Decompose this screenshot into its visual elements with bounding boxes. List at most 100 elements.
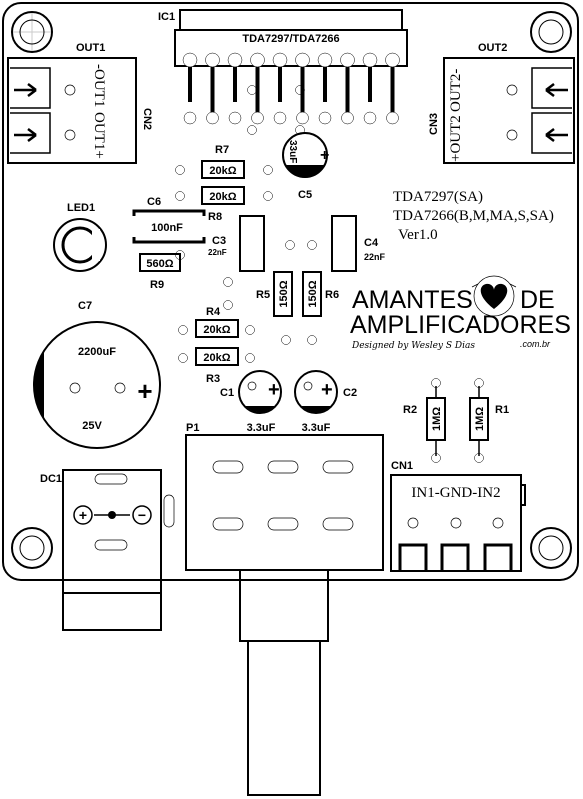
ic-pin-pad bbox=[362, 52, 378, 68]
resistor-r6: 150Ω R6 bbox=[302, 271, 339, 317]
input-connector-cn1: CN1 IN1-GND-IN2 bbox=[390, 460, 526, 572]
ic-pin-hole bbox=[386, 111, 399, 125]
cn1-label: IN1-GND-IN2 bbox=[411, 485, 500, 501]
ic-pin-hole bbox=[251, 111, 264, 125]
c7-value: 2200uF bbox=[78, 346, 116, 358]
via bbox=[245, 353, 255, 363]
via bbox=[431, 378, 441, 388]
designer-signature: Designed by Wesley S Dias bbox=[351, 341, 475, 351]
pot-pad bbox=[267, 517, 299, 531]
via bbox=[295, 85, 305, 95]
via bbox=[223, 277, 233, 287]
out2-ref: OUT2 bbox=[478, 42, 507, 54]
dc-jack-dc1: DC1 + − bbox=[40, 469, 175, 631]
via bbox=[285, 240, 295, 250]
ic-pin-pad bbox=[182, 52, 198, 68]
r3-value: 20kΩ bbox=[203, 352, 230, 364]
c5-ref: C5 bbox=[298, 189, 312, 201]
led1: LED1 bbox=[53, 202, 107, 272]
capacitor-c5: + 33uF C5 bbox=[282, 132, 329, 201]
ic-pin-hole bbox=[228, 111, 242, 125]
pot-pad bbox=[322, 460, 354, 474]
ic-pin bbox=[233, 66, 237, 102]
domain-suffix: .com.br bbox=[520, 339, 551, 349]
out1-plus: OUT1+ bbox=[91, 112, 107, 159]
r2-value: 1MΩ bbox=[431, 407, 443, 431]
c1-value: 3.3uF bbox=[247, 422, 276, 434]
via bbox=[178, 353, 188, 363]
c7-ref: C7 bbox=[78, 300, 92, 312]
ic-pin-hole bbox=[363, 111, 377, 125]
via-pads bbox=[175, 85, 484, 463]
ic-pin bbox=[323, 66, 327, 102]
via bbox=[175, 191, 185, 201]
dc1-minus: − bbox=[138, 507, 146, 523]
ic-pin-hole bbox=[273, 111, 287, 125]
out2-connector: OUT2 OUT2- +OUT2 CN3 bbox=[428, 42, 575, 164]
ic-pin-pad bbox=[227, 52, 243, 68]
r9-ref: R9 bbox=[150, 279, 164, 291]
dc1-ref: DC1 bbox=[40, 473, 62, 485]
out2-minus: OUT2- bbox=[448, 69, 464, 112]
r5-value: 150Ω bbox=[278, 280, 290, 307]
resistor-r2: 1MΩ R2 bbox=[403, 386, 446, 456]
via bbox=[431, 453, 441, 463]
c5-polarity: + bbox=[320, 147, 329, 164]
mounting-hole-top-right bbox=[530, 11, 572, 53]
via bbox=[247, 85, 257, 95]
p1-pads bbox=[212, 460, 354, 531]
r4-value: 20kΩ bbox=[203, 324, 230, 336]
ic1-pins bbox=[182, 52, 400, 125]
pot-pad bbox=[267, 460, 299, 474]
title-line-2: TDA7266(B,M,MA,S,SA) bbox=[393, 208, 554, 224]
ic-pin bbox=[368, 66, 372, 102]
heart-icon bbox=[471, 275, 517, 317]
resistor-r1: 1MΩ R1 bbox=[469, 386, 509, 456]
capacitor-c6: C6 100nF bbox=[132, 196, 206, 244]
c2-polarity: + bbox=[321, 379, 333, 401]
ic-pin-pad bbox=[272, 52, 288, 68]
board-outline bbox=[2, 2, 579, 581]
ic-pin bbox=[345, 66, 350, 118]
pot-pad bbox=[212, 460, 244, 474]
r6-value: 150Ω bbox=[307, 280, 319, 307]
brand-word-amantes: AMANTES bbox=[352, 286, 473, 314]
r4-ref: R4 bbox=[206, 306, 221, 318]
ic-pin bbox=[300, 66, 305, 118]
ic-pin bbox=[188, 66, 192, 102]
via bbox=[307, 335, 317, 345]
cn3-ref: CN3 bbox=[428, 113, 440, 135]
via bbox=[223, 300, 233, 310]
resistor-r4: R4 20kΩ bbox=[195, 306, 239, 338]
mounting-hole-top-left bbox=[11, 11, 53, 53]
dc1-plus: + bbox=[79, 507, 87, 523]
out1-ref: OUT1 bbox=[76, 42, 105, 54]
ic-pin bbox=[390, 66, 395, 118]
capacitor-c3: C3 22nF bbox=[208, 215, 265, 272]
resistor-r7: R7 20kΩ bbox=[201, 144, 245, 179]
c4-value: 22nF bbox=[364, 252, 386, 262]
via bbox=[263, 191, 273, 201]
via bbox=[178, 325, 188, 335]
c6-value: 100nF bbox=[151, 222, 183, 234]
ic-pin-hole bbox=[341, 111, 354, 125]
c4-ref: C4 bbox=[364, 237, 379, 249]
ic-pin-hole bbox=[318, 111, 332, 125]
via bbox=[307, 240, 317, 250]
c1-polarity: + bbox=[268, 379, 280, 401]
via bbox=[474, 453, 484, 463]
p1-ref: P1 bbox=[186, 422, 199, 434]
via bbox=[263, 165, 273, 175]
board-title: TDA7297(SA) TDA7266(B,M,MA,S,SA) Ver1.0 bbox=[393, 189, 554, 243]
out1-minus: -OUT1 bbox=[91, 64, 107, 107]
cn2-ref: CN2 bbox=[141, 108, 153, 130]
ic-pin-pad bbox=[250, 52, 265, 68]
ic1-footprint: IC1 TDA7297/TDA7266 bbox=[158, 9, 408, 125]
resistor-r3: 20kΩ R3 bbox=[195, 347, 239, 385]
led1-ref: LED1 bbox=[67, 202, 95, 214]
via bbox=[245, 325, 255, 335]
r7-value: 20kΩ bbox=[209, 165, 236, 177]
c3-value: 22nF bbox=[208, 248, 227, 257]
ic-pin bbox=[278, 66, 282, 102]
